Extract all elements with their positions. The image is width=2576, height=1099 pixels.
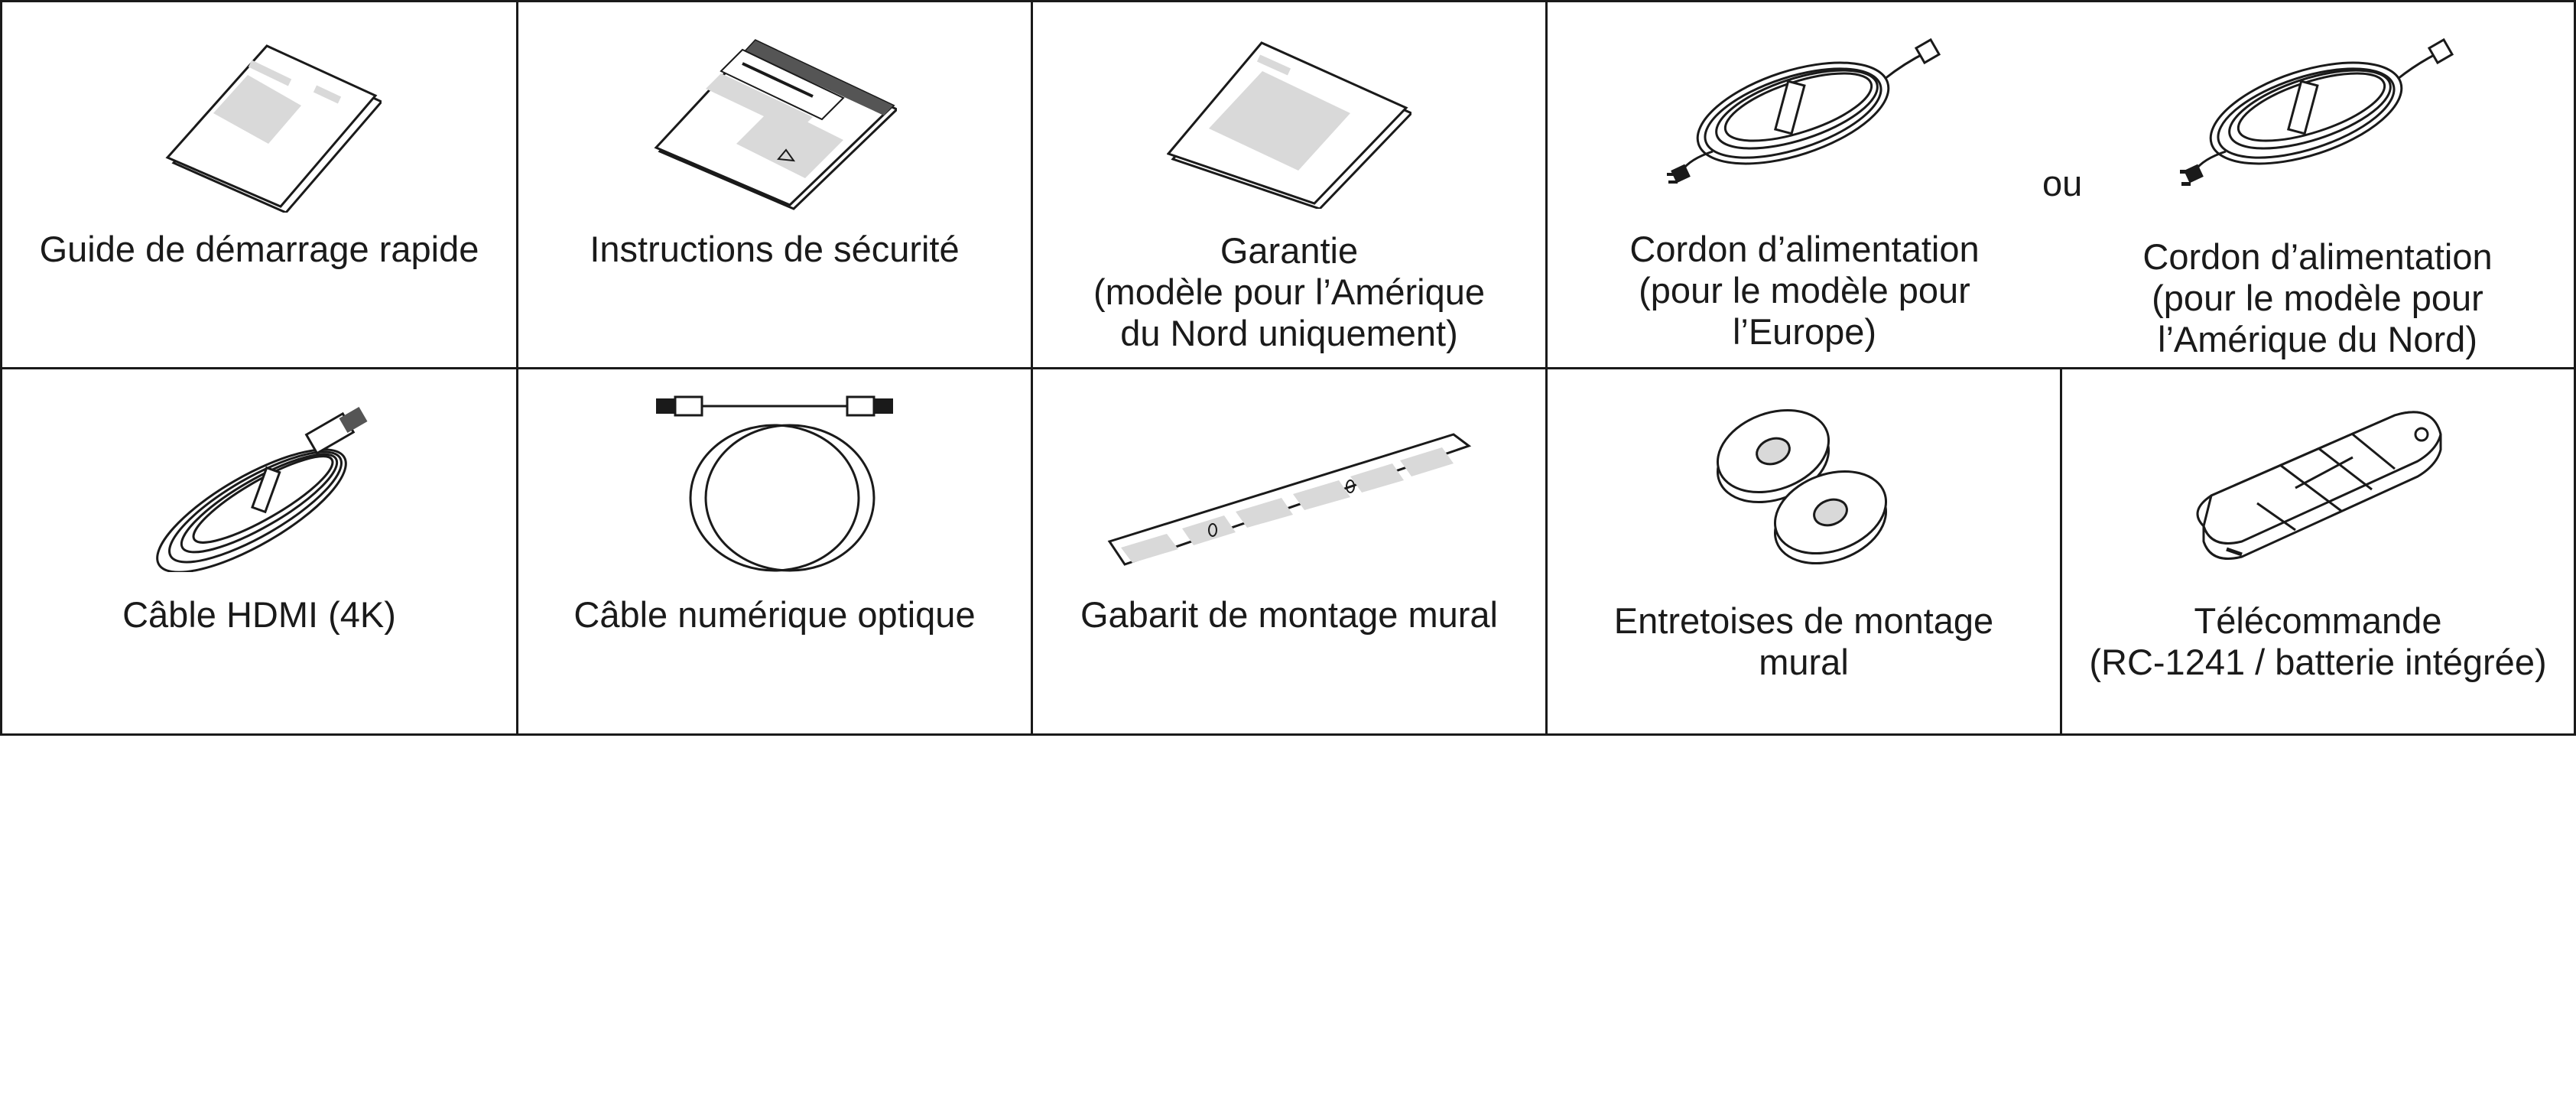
warranty-booklet-icon [1167, 41, 1411, 209]
quick-start-caption: Guide de démarrage rapide [39, 229, 479, 269]
hdmi-caption: Câble HDMI (4K) [122, 594, 396, 635]
optical-cable-icon [656, 395, 893, 572]
optical-caption: Câble numérique optique [573, 594, 976, 635]
accessories-table: Guide de démarrage rapide Instructions d… [0, 0, 2576, 736]
hdmi-cable-icon [156, 406, 368, 572]
cell-quick-start-guide: Guide de démarrage rapide [2, 2, 518, 369]
power-cord-north-america: Cordon d’alimentation (pour le modèle po… [2061, 2, 2574, 367]
power-cord-na-caption: Cordon d’alimentation (pour le modèle po… [2142, 236, 2493, 359]
power-cord-icon [1667, 37, 1941, 184]
power-cord-icon [2180, 37, 2454, 186]
cell-safety-instructions: Instructions de sécurité [518, 2, 1033, 369]
cell-remote-control: Télécommande (RC-1241 / batterie intégré… [2062, 369, 2574, 733]
template-caption: Gabarit de montage mural [1080, 594, 1498, 635]
safety-caption: Instructions de sécurité [590, 229, 960, 269]
remote-caption: Télécommande (RC-1241 / batterie intégré… [2089, 600, 2547, 682]
power-cord-europe: Cordon d’alimentation (pour le modèle po… [1548, 2, 2061, 367]
warranty-caption: Garantie (modèle pour l’Amérique du Nord… [1093, 230, 1486, 353]
spacers-icon [1716, 408, 1888, 565]
cell-wall-template: Gabarit de montage mural [1033, 369, 1548, 733]
spacers-caption: Entretoises de montage mural [1613, 600, 1994, 682]
remote-icon [2196, 411, 2442, 560]
cell-power-cords: Cordon d’alimentation (pour le modèle po… [1548, 2, 2574, 369]
cell-optical-cable: Câble numérique optique [518, 369, 1033, 733]
booklet-icon [165, 44, 382, 213]
power-cord-europe-caption: Cordon d’alimentation (pour le modèle po… [1629, 229, 1980, 352]
or-separator: ou [2042, 163, 2083, 203]
cell-hdmi-cable: Câble HDMI (4K) [2, 369, 518, 733]
cell-wall-spacers: Entretoises de montage mural [1548, 369, 2062, 733]
cell-warranty: Garantie (modèle pour l’Amérique du Nord… [1033, 2, 1548, 369]
safety-sheet-icon [654, 39, 897, 210]
wall-template-icon [1107, 433, 1472, 566]
